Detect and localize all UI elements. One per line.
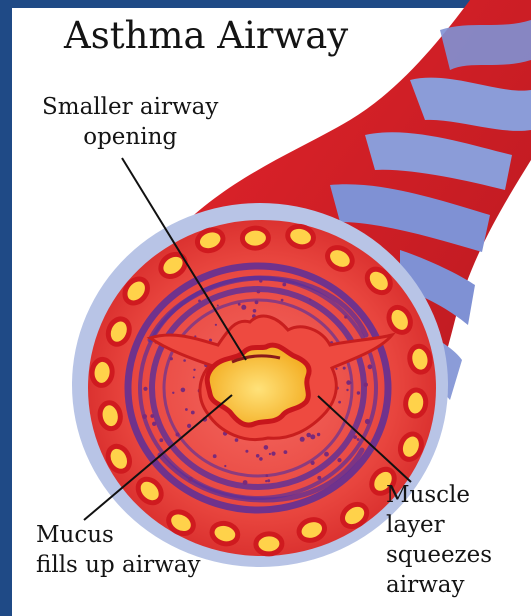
- tissue-dot: [191, 411, 195, 415]
- tissue-dot: [183, 359, 186, 362]
- label-line: Smaller airway: [42, 92, 218, 122]
- tissue-dot: [368, 364, 373, 369]
- tissue-dot: [256, 454, 260, 458]
- label-line: squeezes: [386, 540, 492, 570]
- tissue-dot: [357, 438, 360, 441]
- label-line: fills up airway: [36, 550, 200, 580]
- tissue-dot: [193, 369, 195, 371]
- tissue-dot: [364, 383, 368, 387]
- tissue-dot: [238, 303, 241, 306]
- tissue-dot: [187, 424, 191, 428]
- tissue-dot: [253, 309, 257, 313]
- tissue-dot: [235, 438, 239, 442]
- tissue-dot: [337, 458, 341, 462]
- tissue-dot: [282, 283, 286, 287]
- tissue-dot: [185, 408, 188, 411]
- tissue-dot: [266, 474, 269, 477]
- tissue-dot: [217, 305, 219, 307]
- tissue-dot: [311, 461, 315, 465]
- label-line: airway: [386, 570, 492, 600]
- tissue-dot: [269, 453, 271, 455]
- tissue-dot: [142, 414, 147, 419]
- tissue-dot: [259, 457, 263, 461]
- tissue-dot: [344, 315, 347, 318]
- tissue-dot: [338, 401, 341, 404]
- tissue-dot: [170, 357, 173, 360]
- tissue-dot: [346, 389, 348, 391]
- tissue-dot: [188, 477, 193, 482]
- tissue-dot: [159, 438, 163, 442]
- tissue-dot: [335, 368, 337, 370]
- tissue-dot: [255, 300, 259, 304]
- blood-vessel: [404, 389, 427, 417]
- blood-vessel: [256, 533, 283, 554]
- tissue-dot: [317, 433, 320, 436]
- tissue-dot: [172, 392, 174, 394]
- label-line: Muscle: [386, 480, 492, 510]
- tissue-dot: [143, 387, 147, 391]
- tissue-dot: [349, 382, 351, 384]
- diagram-title: Asthma Airway: [64, 14, 348, 58]
- tissue-dot: [257, 290, 261, 294]
- tissue-dot: [265, 480, 267, 482]
- tissue-dot: [198, 300, 201, 303]
- tissue-dot: [343, 367, 346, 370]
- tissue-dot: [271, 452, 275, 456]
- tissue-dot: [181, 388, 186, 393]
- tissue-dot: [215, 324, 217, 326]
- tissue-dot: [213, 454, 217, 458]
- label-mucus-fills-airway: Mucus fills up airway: [36, 520, 200, 580]
- tissue-dot: [357, 391, 360, 394]
- tissue-dot: [224, 465, 226, 467]
- tissue-dot: [324, 452, 329, 457]
- tissue-dot: [365, 419, 370, 424]
- label-muscle-layer-squeezes: Muscle layer squeezes airway: [386, 480, 492, 600]
- tissue-dot: [193, 376, 195, 378]
- blood-vessel: [98, 401, 123, 430]
- tissue-dot: [317, 476, 321, 480]
- blood-vessel: [242, 228, 269, 249]
- tissue-dot: [243, 480, 248, 485]
- tissue-dot: [264, 445, 269, 450]
- label-line: layer: [386, 510, 492, 540]
- blood-vessel: [91, 358, 114, 386]
- tissue-dot: [310, 434, 315, 439]
- tissue-dot: [152, 422, 156, 426]
- label-smaller-airway-opening: Smaller airway opening: [42, 92, 218, 152]
- tissue-dot: [267, 479, 270, 482]
- label-line: opening: [42, 122, 218, 152]
- tissue-dot: [284, 450, 288, 454]
- tissue-dot: [309, 299, 311, 301]
- tissue-dot: [281, 299, 284, 302]
- tissue-dot: [259, 279, 262, 282]
- tissue-dot: [241, 305, 246, 310]
- tissue-dot: [245, 450, 248, 453]
- tissue-dot: [306, 433, 311, 438]
- label-line: Mucus: [36, 520, 200, 550]
- tissue-dot: [150, 414, 154, 418]
- blood-vessel: [408, 345, 433, 374]
- tissue-dot: [353, 435, 357, 439]
- tissue-dot: [176, 433, 180, 437]
- tissue-dot: [300, 437, 305, 442]
